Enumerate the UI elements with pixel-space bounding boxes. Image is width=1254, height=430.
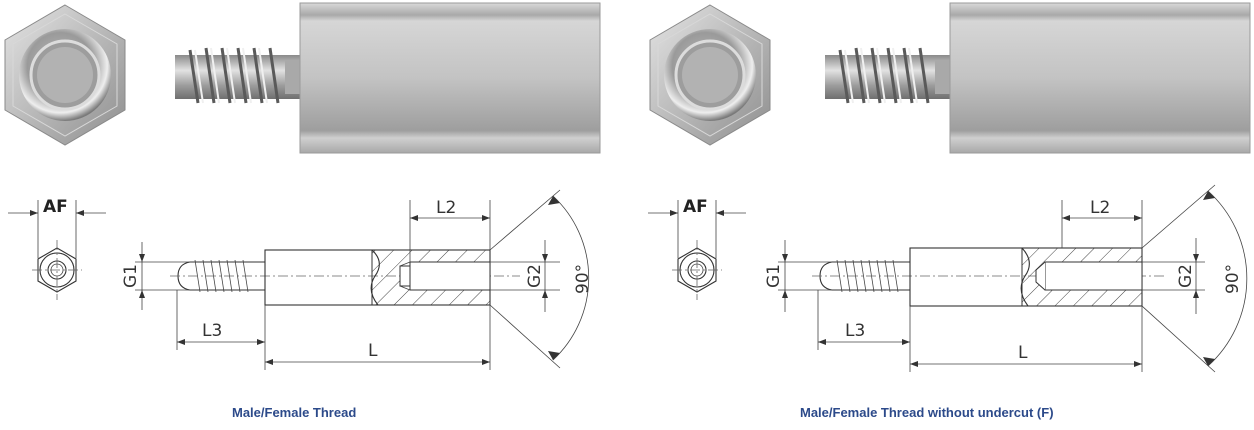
side-drawing-left bbox=[135, 189, 590, 370]
standoff-3d-right bbox=[823, 1, 1252, 155]
label-af-left: AF bbox=[43, 197, 68, 217]
label-g2-left: G2 bbox=[525, 264, 545, 288]
left-panel: AF L2 L3 L G1 G2 90° bbox=[3, 1, 602, 370]
standoff-3d-left bbox=[173, 1, 602, 155]
label-af-right: AF bbox=[683, 197, 708, 217]
label-angle-right: 90° bbox=[1223, 264, 1243, 294]
label-g1-left: G1 bbox=[121, 264, 141, 288]
label-l-left: L bbox=[368, 341, 378, 361]
label-l-right: L bbox=[1018, 343, 1028, 363]
label-g1-right: G1 bbox=[764, 264, 784, 288]
label-l3-left: L3 bbox=[202, 321, 222, 341]
label-l2-left: L2 bbox=[436, 198, 456, 218]
hex-end-3d-right bbox=[648, 3, 772, 147]
label-angle-left: 90° bbox=[573, 264, 593, 294]
right-panel: AF L2 L3 L G1 G2 90° bbox=[647, 1, 1252, 373]
label-l3-right: L3 bbox=[845, 321, 865, 341]
label-l2-right: L2 bbox=[1090, 198, 1110, 218]
caption-male-female-thread: Male/Female Thread bbox=[232, 405, 357, 420]
caption-male-female-thread-no-undercut: Male/Female Thread without undercut (F) bbox=[800, 405, 1054, 420]
side-drawing-right bbox=[778, 184, 1248, 373]
hex-end-3d-left bbox=[3, 3, 127, 147]
label-g2-right: G2 bbox=[1176, 264, 1196, 288]
